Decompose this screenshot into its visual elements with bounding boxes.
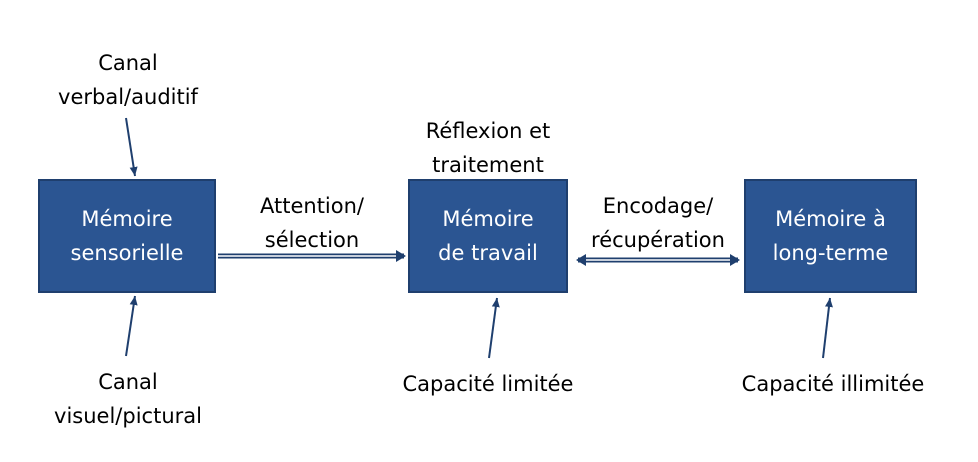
working-memory-line2: de travail xyxy=(438,241,538,265)
visual-to-sensory-arrow xyxy=(125,295,138,357)
sensory-memory-line2: sensorielle xyxy=(70,241,184,265)
attention-line2: sélection xyxy=(264,228,360,252)
verbal-channel-label: Canal verbal/auditif xyxy=(38,46,218,114)
reflection-line1: Réflexion et xyxy=(425,119,551,143)
working-memory-line1: Mémoire xyxy=(442,207,534,231)
encoding-line1: Encodage/ xyxy=(602,194,714,218)
long-term-memory-line1: Mémoire à xyxy=(775,207,886,231)
sensory-memory-line1: Mémoire xyxy=(81,207,173,231)
encoding-line2: récupération xyxy=(591,228,725,252)
unlimited-capacity-arrow xyxy=(822,297,833,359)
visual-channel-line1: Canal xyxy=(98,370,158,394)
limited-capacity-text: Capacité limitée xyxy=(402,372,574,396)
attention-label: Attention/ sélection xyxy=(222,189,402,257)
verbal-to-sensory-arrow xyxy=(125,117,138,177)
visual-channel-line2: visuel/pictural xyxy=(54,404,202,428)
verbal-channel-line1: Canal xyxy=(98,51,158,75)
encoding-label: Encodage/ récupération xyxy=(568,189,748,257)
reflection-line2: traitement xyxy=(432,153,544,177)
unlimited-capacity-text: Capacité illimitée xyxy=(741,372,925,396)
working-memory-box: Mémoire de travail xyxy=(408,179,568,293)
long-term-memory-box: Mémoire à long-terme xyxy=(744,179,917,293)
reflection-label: Réflexion et traitement xyxy=(388,114,588,182)
verbal-channel-line2: verbal/auditif xyxy=(58,85,198,109)
unlimited-capacity-label: Capacité illimitée xyxy=(708,367,958,401)
visual-channel-label: Canal visuel/pictural xyxy=(38,365,218,433)
sensory-memory-box: Mémoire sensorielle xyxy=(38,179,216,293)
limited-capacity-label: Capacité limitée xyxy=(368,367,608,401)
long-term-memory-line2: long-terme xyxy=(772,241,889,265)
attention-line1: Attention/ xyxy=(260,194,364,218)
limited-capacity-arrow xyxy=(488,297,500,359)
